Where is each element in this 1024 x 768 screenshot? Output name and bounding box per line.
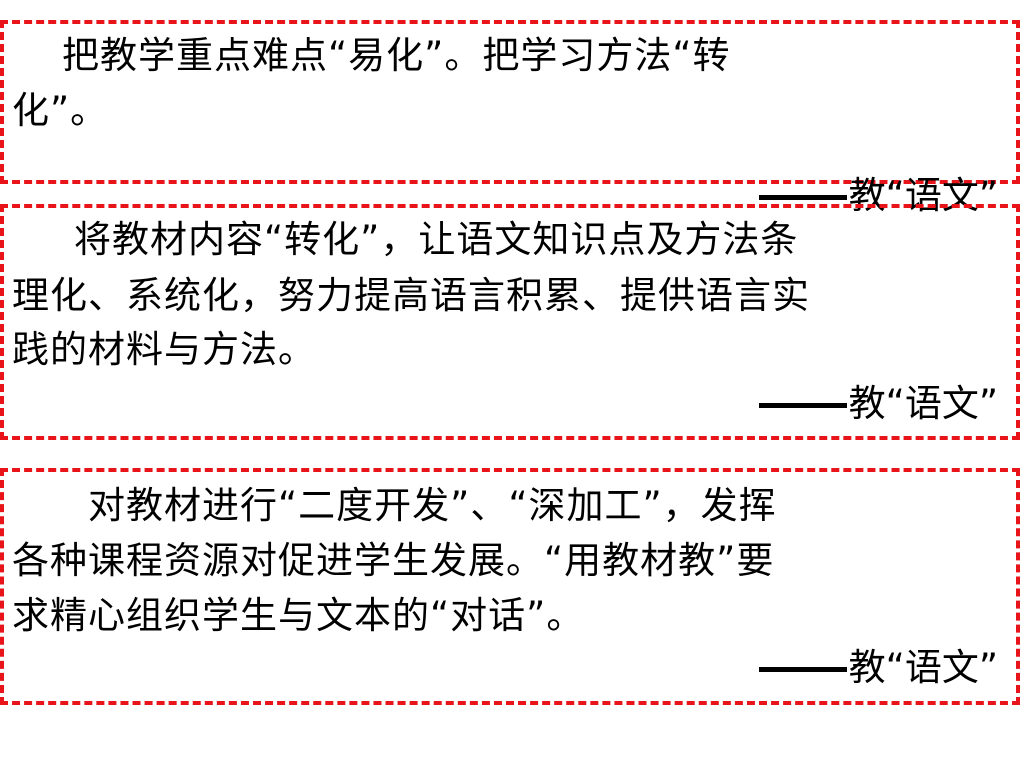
box1-attribution: 教“语文” bbox=[758, 174, 998, 218]
box2-line-2: 理化、系统化，努力提高语言积累、提供语言实 bbox=[12, 274, 810, 317]
em-dash bbox=[758, 195, 847, 200]
box3-line-1: 对教材进行“二度开发”、“深加工”，发挥 bbox=[12, 484, 777, 527]
box2-line-1: 将教材内容“转化”，让语文知识点及方法条 bbox=[36, 218, 799, 261]
attribution-text: 教“语文” bbox=[848, 646, 998, 689]
box3-line-3: 求精心组织学生与文本的“对话”。 bbox=[12, 594, 585, 637]
box2-line-3: 践的材料与方法。 bbox=[12, 328, 316, 371]
em-dash bbox=[758, 403, 847, 408]
text-box-1 bbox=[0, 20, 1020, 184]
text-box-2 bbox=[0, 204, 1020, 440]
attribution-text: 教“语文” bbox=[848, 382, 998, 425]
box1-line-2: 化”。 bbox=[12, 89, 109, 132]
attribution-text: 教“语文” bbox=[848, 174, 998, 217]
box2-attribution: 教“语文” bbox=[758, 382, 998, 426]
em-dash bbox=[758, 667, 847, 672]
text-box-3 bbox=[0, 468, 1020, 705]
box3-line-2: 各种课程资源对促进学生发展。“用教材教”要 bbox=[12, 539, 775, 582]
box3-attribution: 教“语文” bbox=[758, 646, 998, 690]
box1-line-1: 把教学重点难点“易化”。把学习方法“转 bbox=[24, 34, 731, 77]
